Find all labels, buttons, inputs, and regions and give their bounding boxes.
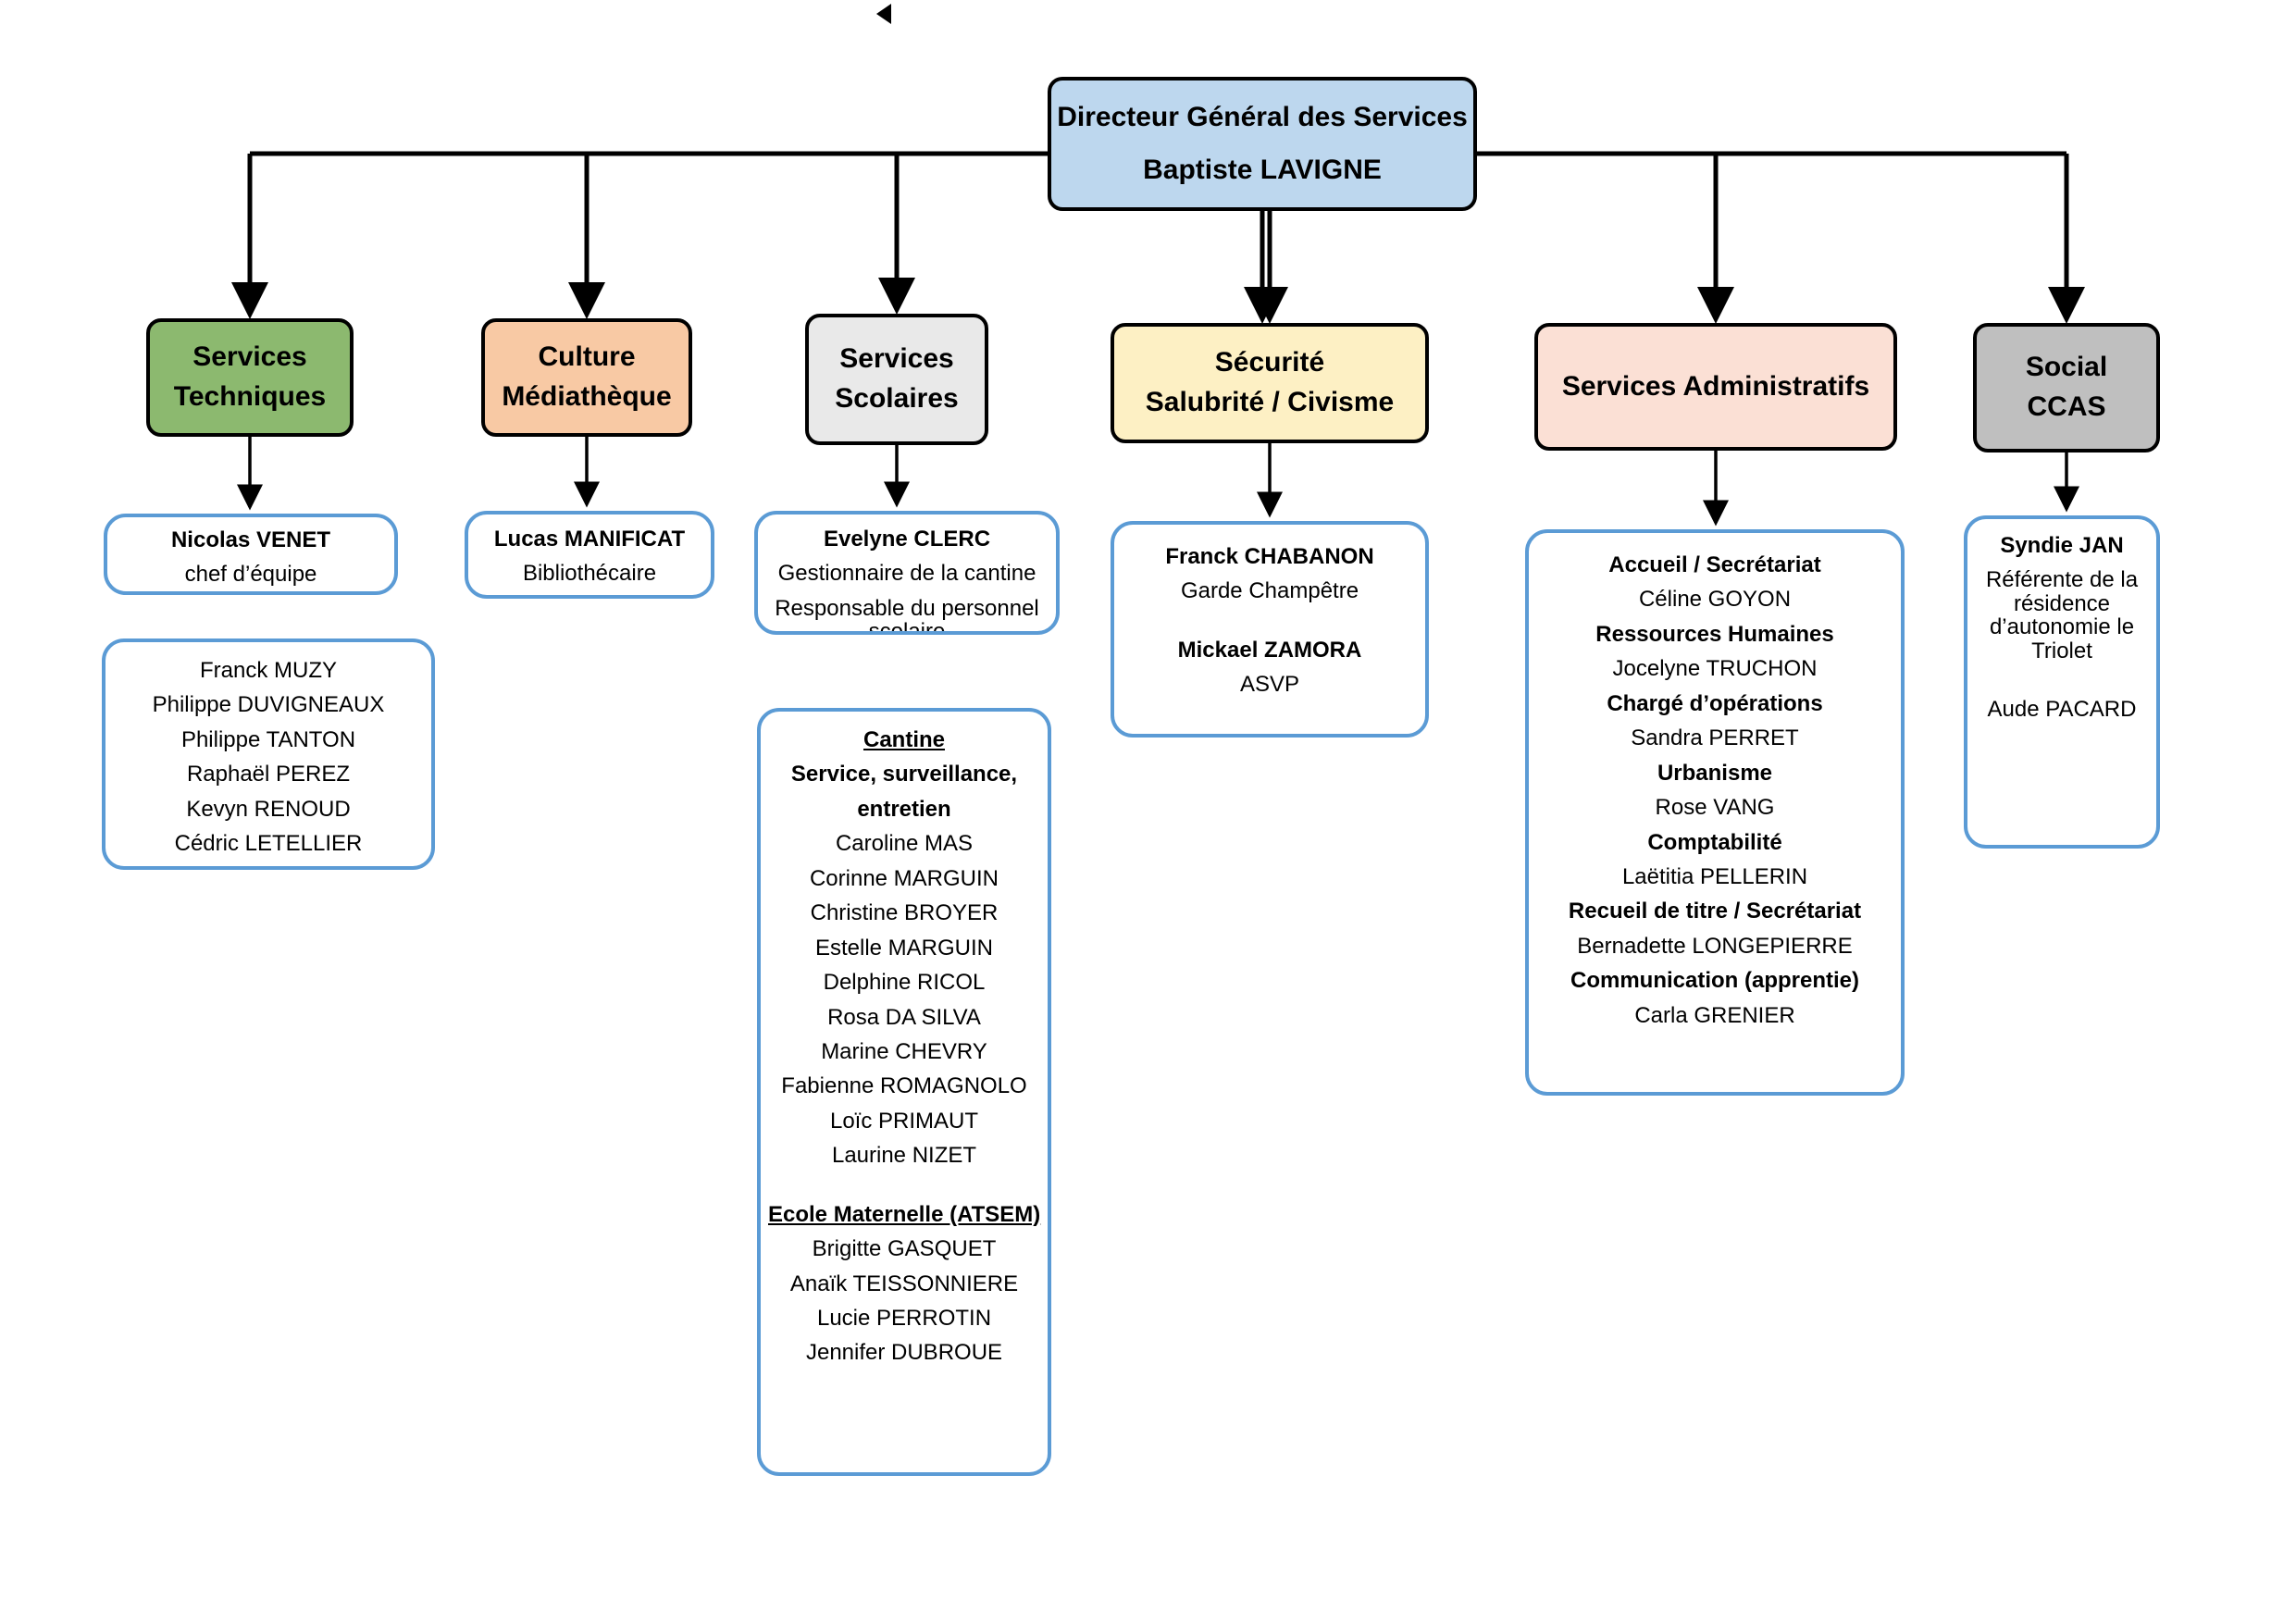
dept-label-line: Médiathèque	[502, 381, 672, 412]
staff-row: Garde Champêtre	[1180, 578, 1359, 604]
staff-row: Rose VANG	[1655, 795, 1775, 821]
staff-row: Jennifer DUBROUE	[805, 1340, 1003, 1366]
staff-row: Ressources Humaines	[1595, 621, 1834, 647]
staff-row: Kevyn RENOUD	[186, 796, 351, 822]
staff-row: chef d’équipe	[184, 562, 317, 588]
staff-row: Cantine	[863, 727, 945, 752]
staff-row: Rosa DA SILVA	[827, 1004, 981, 1030]
row-spacer	[1975, 674, 2149, 698]
staff-row: Syndie JAN	[2000, 533, 2124, 558]
staff-row: Loïc PRIMAUT	[829, 1108, 979, 1134]
staff-row: Laurine NIZET	[831, 1143, 977, 1169]
staff-row: Communication (apprentie)	[1570, 968, 1859, 994]
dept-box-services-administratifs[interactable]: Services Administratifs	[1534, 323, 1897, 451]
staff-row: Gestionnaire de la cantine	[777, 561, 1036, 587]
dept-label-line: CCAS	[2027, 391, 2106, 422]
staff-row: Christophe GUILLARD	[113, 867, 424, 870]
staff-row: Caroline MAS	[835, 831, 974, 857]
staff-row: ASVP	[1239, 672, 1300, 698]
staff-row: Bernadette LONGEPIERRE	[1577, 933, 1853, 959]
staff-row: Nicolas VENET	[170, 527, 331, 552]
dept-label-line: Services	[192, 341, 307, 373]
staff-row: Chargé d’opérations	[1607, 690, 1823, 716]
staff-row: Lucie PERROTIN	[816, 1306, 992, 1331]
staff-row: Bibliothécaire	[522, 561, 657, 587]
staff-row: Laëtitia PELLERIN	[1621, 863, 1808, 889]
staff-row: Franck CHABANON	[1165, 544, 1374, 569]
dept-label-line: Sécurité	[1214, 347, 1325, 378]
dept-label-line: Services Administratifs	[1561, 370, 1870, 402]
staff-row: Référente de la résidence d’autonomie le…	[1985, 567, 2139, 663]
left-triangle-marker	[876, 4, 891, 24]
dept-label-line: Services	[839, 343, 954, 375]
root-node-directeur-general[interactable]: Directeur Général des Services Baptiste …	[1048, 77, 1477, 211]
staff-row: Corinne MARGUIN	[809, 865, 999, 891]
staff-row: Estelle MARGUIN	[814, 935, 994, 961]
staff-row: Franck MUZY	[199, 658, 337, 683]
dept-label-line: Salubrité / Civisme	[1145, 387, 1395, 417]
staff-row: Urbanisme	[1657, 760, 1773, 786]
staff-row: Delphine RICOL	[823, 970, 986, 996]
staff-row: Cédric LETELLIER	[174, 831, 363, 857]
staff-box-services-techniques-team[interactable]: Franck MUZY Philippe DUVIGNEAUX Philippe T…	[102, 638, 435, 870]
dept-label-line: Scolaires	[835, 383, 959, 414]
staff-row: Recueil de titre / Secrétariat	[1568, 899, 1862, 924]
staff-row: Comptabilité	[1647, 829, 1782, 855]
staff-row: Accueil / Secrétariat	[1608, 552, 1821, 577]
root-person: Baptiste LAVIGNE	[1143, 154, 1382, 185]
staff-row: Céline GOYON	[1638, 587, 1792, 613]
staff-row: Lucas MANIFICAT	[493, 527, 686, 552]
staff-box-venet-box[interactable]: Nicolas VENET chef d’équipe	[104, 514, 398, 595]
staff-row: Ecole Maternelle (ATSEM)	[768, 1201, 1041, 1227]
staff-row: Responsable du personnel scolaire	[775, 595, 1039, 635]
staff-row: Carla GRENIER	[1634, 1002, 1795, 1028]
staff-box-social-ccas-team[interactable]: Syndie JAN Référente de la résidence d’au…	[1964, 515, 2160, 849]
row-spacer	[1122, 614, 1418, 638]
dept-label-line: Social	[2025, 352, 2108, 383]
staff-row: Brigitte GASQUET	[812, 1236, 997, 1262]
staff-row: Philippe TANTON	[180, 726, 356, 752]
staff-row: Marine CHEVRY	[821, 1038, 987, 1064]
staff-row: Evelyne CLERC	[823, 527, 991, 552]
staff-box-manificat-box[interactable]: Lucas MANIFICAT Bibliothécaire	[465, 511, 714, 599]
dept-label-line: Culture	[538, 341, 636, 373]
staff-row: Anaïk TEISSONNIERE	[789, 1271, 1019, 1296]
staff-row: entretien	[857, 796, 951, 822]
staff-row: Jocelyne TRUCHON	[1612, 656, 1818, 682]
staff-row: Service, surveillance,	[790, 762, 1018, 787]
staff-row: Christine BROYER	[810, 900, 999, 926]
row-spacer	[768, 1179, 1040, 1203]
root-title: Directeur Général des Services	[1057, 101, 1468, 132]
staff-row: Mickael ZAMORA	[1177, 637, 1362, 663]
staff-row: Fabienne ROMAGNOLO	[781, 1073, 1027, 1099]
staff-row: Philippe DUVIGNEAUX	[152, 692, 385, 718]
staff-row: Aude PACARD	[1987, 697, 2137, 723]
staff-row: Raphaël PEREZ	[186, 762, 351, 787]
dept-label-line: Techniques	[173, 381, 327, 412]
staff-row: Sandra PERRET	[1631, 725, 1799, 751]
